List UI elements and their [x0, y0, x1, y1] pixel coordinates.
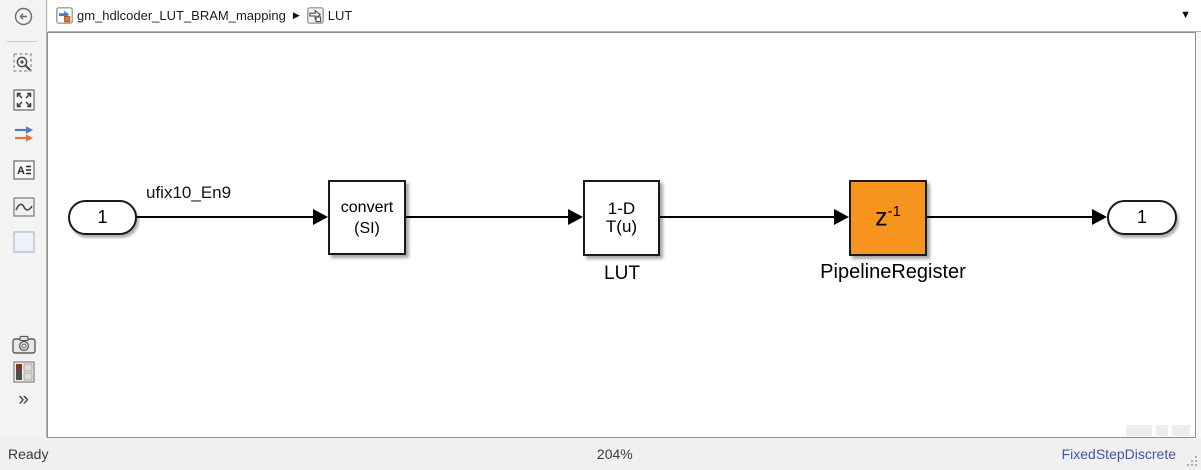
lut-block[interactable]: 1-D T(u) — [583, 180, 660, 256]
palette-expand-button[interactable]: » — [18, 389, 29, 410]
zoom-select-icon — [12, 53, 32, 72]
breadcrumb-dropdown-caret[interactable]: ▼ — [1180, 9, 1191, 21]
annotation-icon: A — [12, 160, 35, 180]
fit-to-view-icon — [12, 89, 35, 111]
tool-palette: A » — [0, 0, 47, 438]
breadcrumb-subsystem[interactable]: LUT — [306, 7, 353, 24]
signal-name-label[interactable]: ufix10_En9 — [146, 183, 232, 202]
outport-label: 1 — [1136, 207, 1147, 227]
legend-icon — [12, 361, 35, 383]
arrowhead-icon — [568, 209, 583, 225]
zoom-in-button[interactable] — [0, 52, 47, 76]
legend-button[interactable] — [0, 360, 47, 384]
image-preview-button[interactable] — [0, 195, 47, 219]
right-gutter — [1196, 32, 1201, 438]
arrowhead-icon — [834, 209, 849, 225]
camera-icon — [11, 335, 36, 354]
status-bar: Ready 204% FixedStepDiscrete — [0, 438, 1201, 470]
breadcrumb-model[interactable]: gm_hdlcoder_LUT_BRAM_mapping — [56, 7, 286, 24]
pipeline-register-caption[interactable]: PipelineRegister — [820, 261, 966, 283]
resize-grip-icon[interactable] — [1186, 455, 1198, 467]
zoom-level-text: 204% — [596, 446, 633, 462]
shape-box-button[interactable] — [0, 230, 47, 254]
arrowhead-icon — [313, 209, 328, 225]
breadcrumb-separator: ▶ — [292, 10, 300, 20]
screenshot-button[interactable] — [0, 333, 47, 357]
palette-divider — [7, 41, 37, 42]
svg-text:A: A — [17, 165, 25, 177]
convert-block-line2: (SI) — [354, 219, 380, 237]
back-button[interactable] — [0, 4, 47, 28]
outport-block[interactable]: 1 — [1107, 200, 1177, 235]
back-arrow-icon — [14, 7, 33, 25]
model-icon — [56, 7, 73, 24]
fit-to-view-button[interactable] — [0, 88, 47, 112]
subsystem-icon — [306, 7, 324, 24]
pipeline-register-block[interactable]: z-1 — [849, 180, 927, 256]
delay-block-label: z-1 — [875, 203, 901, 232]
wire-convert-to-lut[interactable] — [406, 216, 568, 218]
signal-routing-button[interactable] — [0, 122, 47, 146]
arrowhead-icon — [1092, 209, 1107, 225]
lut-block-line2: T(u) — [605, 217, 638, 236]
dual-arrows-icon — [14, 126, 33, 142]
lut-block-line1: 1-D — [607, 199, 636, 218]
breadcrumb: gm_hdlcoder_LUT_BRAM_mapping ▶ LUT ▼ — [48, 0, 1201, 32]
wire-delay-to-outport[interactable] — [927, 216, 1092, 218]
convert-block[interactable]: convert (SI) — [328, 180, 406, 255]
blank-box-icon — [12, 231, 35, 253]
convert-block-line1: convert — [340, 198, 394, 216]
signal-image-icon — [12, 197, 35, 217]
inport-block[interactable]: 1 — [68, 200, 137, 235]
solver-link[interactable]: FixedStepDiscrete — [1061, 446, 1176, 462]
hscrollbar-segment[interactable] — [1156, 425, 1168, 436]
hscrollbar-segment[interactable] — [1126, 425, 1152, 436]
wire-lut-to-delay[interactable] — [660, 216, 834, 218]
annotation-button[interactable]: A — [0, 158, 47, 182]
status-ready-text: Ready — [8, 446, 49, 462]
subsystem-name: LUT — [327, 8, 353, 23]
lut-block-caption[interactable]: LUT — [604, 263, 640, 284]
wire-inport-to-convert[interactable] — [136, 216, 314, 218]
model-name: gm_hdlcoder_LUT_BRAM_mapping — [77, 8, 286, 23]
hscrollbar-segment[interactable] — [1172, 425, 1190, 436]
inport-label: 1 — [97, 207, 108, 227]
diagram-canvas[interactable]: 1 ufix10_En9 convert (SI) 1-D T(u) LUT z… — [47, 32, 1196, 438]
